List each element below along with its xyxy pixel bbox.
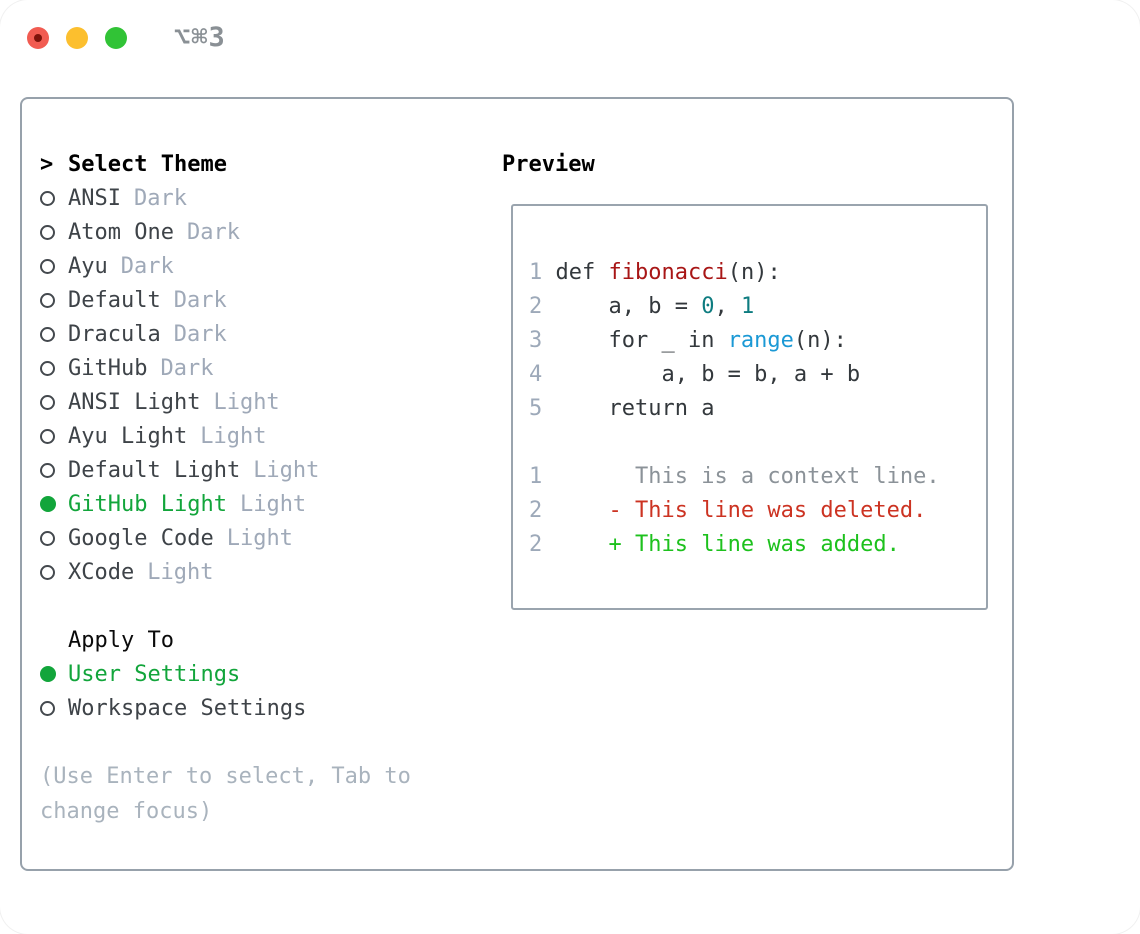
radio-icon: [40, 258, 68, 274]
theme-variant-tag: Light: [226, 525, 293, 551]
code-line: 1 def fibonacci(n):: [529, 260, 781, 285]
theme-variant-tag: Light: [253, 457, 320, 483]
code-line: 1 This is a context line.: [529, 464, 940, 489]
keyboard-hint: (Use Enter to select, Tab to change focu…: [40, 764, 411, 824]
theme-name: ANSI: [68, 185, 121, 211]
theme-name: ANSI Light: [68, 389, 201, 415]
apply-option[interactable]: Workspace Settings: [40, 691, 502, 725]
preview-column: Preview 1 def fibonacci(n): 2 a, b = 0, 1…: [502, 147, 1012, 869]
theme-name: GitHub: [68, 355, 148, 381]
window-title: ⌥⌘3: [174, 22, 226, 53]
theme-option[interactable]: XCode Light: [40, 555, 502, 589]
radio-icon: [40, 394, 68, 410]
radio-selected-icon: [40, 496, 68, 512]
line-number: 2: [529, 532, 556, 557]
theme-option[interactable]: ANSI Light Light: [40, 385, 502, 419]
apply-option-label: User Settings: [68, 661, 241, 687]
code-line: 2 + This line was added.: [529, 532, 900, 557]
theme-name: Atom One: [68, 219, 174, 245]
theme-name: Google Code: [68, 525, 214, 551]
theme-name: Ayu: [68, 253, 108, 279]
theme-variant-tag: Light: [147, 559, 214, 585]
radio-icon: [40, 530, 68, 546]
theme-option[interactable]: Ayu Light Light: [40, 419, 502, 453]
theme-option[interactable]: Default Dark: [40, 283, 502, 317]
radio-icon: [40, 360, 68, 376]
theme-name: Default Light: [68, 457, 241, 483]
apply-to-label: Apply To: [68, 627, 174, 653]
radio-icon: [40, 462, 68, 478]
theme-variant-tag: Dark: [160, 355, 214, 381]
radio-icon: [40, 190, 68, 206]
theme-variant-tag: Light: [200, 423, 267, 449]
line-number: 1: [529, 260, 556, 285]
line-number: 5: [529, 396, 556, 421]
radio-icon: [40, 700, 68, 716]
line-number: 3: [529, 328, 556, 353]
radio-icon: [40, 292, 68, 308]
line-number: 2: [529, 498, 556, 523]
theme-option[interactable]: GitHub Dark: [40, 351, 502, 385]
code-line: 2 - This line was deleted.: [529, 498, 927, 523]
code-line: 2 a, b = 0, 1: [529, 294, 755, 319]
line-number: 1: [529, 464, 556, 489]
preview-title: Preview: [502, 151, 595, 177]
titlebar: ⌥⌘3: [27, 22, 226, 53]
code-line: 5 return a: [529, 396, 715, 421]
code-block: 1 def fibonacci(n): 2 a, b = 0, 1 3 for _ …: [529, 256, 986, 562]
theme-option[interactable]: ANSI Dark: [40, 181, 502, 215]
theme-option[interactable]: Dracula Dark: [40, 317, 502, 351]
select-theme-header: > Select Theme: [40, 147, 502, 181]
apply-to-header: Apply To: [40, 623, 502, 657]
code-line: 3 for _ in range(n):: [529, 328, 847, 353]
line-number: 4: [529, 362, 556, 387]
theme-name: XCode: [68, 559, 135, 585]
theme-option[interactable]: Default Light Light: [40, 453, 502, 487]
theme-name: GitHub Light: [68, 491, 227, 517]
radio-icon: [40, 428, 68, 444]
theme-name: Ayu Light: [68, 423, 188, 449]
line-number: [529, 430, 542, 455]
theme-option[interactable]: Google Code Light: [40, 521, 502, 555]
theme-variant-tag: Dark: [120, 253, 174, 279]
theme-variant-tag: Dark: [173, 287, 227, 313]
theme-name: Default: [68, 287, 161, 313]
theme-variant-tag: Dark: [186, 219, 240, 245]
select-theme-label: Select Theme: [68, 151, 227, 177]
theme-variant-tag: Light: [213, 389, 280, 415]
radio-icon: [40, 564, 68, 580]
code-line: [529, 426, 986, 460]
theme-variant-tag: Light: [239, 491, 307, 517]
close-button[interactable]: [27, 27, 49, 49]
theme-name: Dracula: [68, 321, 161, 347]
zoom-button[interactable]: [105, 27, 127, 49]
theme-option[interactable]: Ayu Dark: [40, 249, 502, 283]
theme-option[interactable]: GitHub Light Light: [40, 487, 502, 521]
theme-option[interactable]: Atom One Dark: [40, 215, 502, 249]
radio-selected-icon: [40, 666, 68, 682]
radio-icon: [40, 224, 68, 240]
theme-variant-tag: Dark: [133, 185, 187, 211]
close-dot-icon: [34, 34, 42, 42]
radio-icon: [40, 326, 68, 342]
theme-variant-tag: Dark: [173, 321, 227, 347]
code-line: 4 a, b = b, a + b: [529, 362, 861, 387]
line-number: 2: [529, 294, 556, 319]
preview-pane: 1 def fibonacci(n): 2 a, b = 0, 1 3 for _ …: [511, 204, 988, 610]
apply-option-label: Workspace Settings: [68, 695, 307, 721]
apply-option[interactable]: User Settings: [40, 657, 502, 691]
minimize-button[interactable]: [66, 27, 88, 49]
selection-cursor-icon: >: [40, 151, 54, 177]
